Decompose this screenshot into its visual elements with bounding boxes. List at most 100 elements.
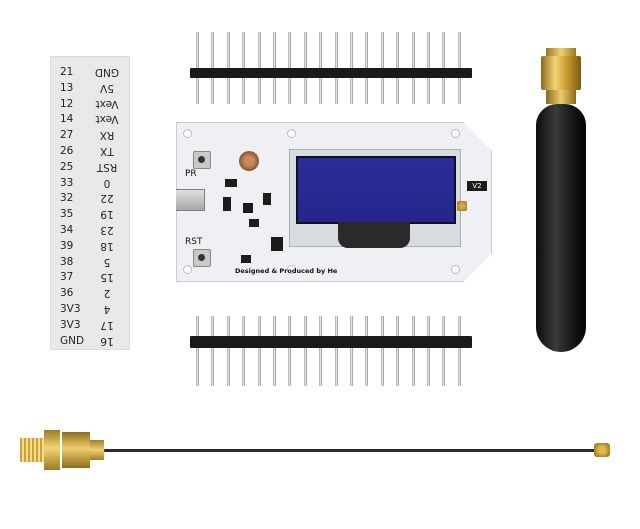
pin-label-right: RX bbox=[99, 129, 115, 142]
sma-crimp bbox=[90, 440, 104, 460]
sma-neck bbox=[546, 90, 576, 104]
header-pin bbox=[303, 316, 307, 386]
pin-header-bottom bbox=[190, 316, 472, 386]
smd-component bbox=[225, 179, 237, 187]
usb-port bbox=[176, 189, 205, 211]
header-pin bbox=[365, 316, 369, 386]
pin-label-right: Vext bbox=[95, 97, 119, 110]
board-hole bbox=[183, 265, 192, 274]
pin-label-left: 36 bbox=[60, 287, 74, 300]
rst-label: RST bbox=[185, 237, 203, 247]
smd-component bbox=[243, 203, 253, 213]
pin-label-row: 36 2 bbox=[50, 287, 130, 303]
pin-label-row: 38 5 bbox=[50, 256, 130, 272]
board-hole bbox=[183, 129, 192, 138]
pin-label-left: 32 bbox=[60, 192, 74, 205]
pin-label-right: 0 bbox=[103, 176, 111, 189]
header-pin bbox=[396, 316, 400, 386]
oled-frame bbox=[289, 149, 461, 248]
pin-label-right: 16 bbox=[100, 334, 114, 347]
oled-ribbon bbox=[338, 222, 410, 248]
header-pin bbox=[319, 316, 323, 386]
pin-label-left: 12 bbox=[60, 97, 74, 110]
header-pin bbox=[457, 316, 461, 386]
pin-label-right: Vext bbox=[95, 113, 119, 126]
sma-nut bbox=[541, 56, 581, 90]
header-pin bbox=[427, 316, 430, 386]
sma-nut bbox=[44, 430, 60, 470]
pin-label-left: 25 bbox=[60, 160, 74, 173]
pigtail-cable bbox=[104, 449, 596, 452]
prg-label: PR bbox=[185, 169, 197, 179]
sma-tip bbox=[546, 48, 576, 58]
pin-label-row: GND 16 bbox=[50, 335, 130, 351]
sma-nut bbox=[62, 432, 90, 468]
pin-label-row: 27 RX bbox=[50, 129, 130, 145]
oled-display bbox=[296, 156, 456, 224]
header-pin bbox=[196, 316, 199, 386]
header-pin bbox=[380, 316, 384, 386]
pin-label-right: 5 bbox=[103, 255, 111, 268]
rst-button bbox=[193, 249, 211, 267]
smd-component bbox=[241, 255, 251, 263]
pin-label-left: 34 bbox=[60, 224, 74, 236]
version-tag: V2 bbox=[467, 181, 487, 191]
pin-label-left: GND bbox=[60, 334, 85, 347]
header-plastic bbox=[190, 68, 472, 78]
smd-component bbox=[263, 193, 271, 205]
header-pin bbox=[211, 316, 215, 386]
pin-label-right: 5V bbox=[100, 81, 114, 94]
pin-label-right: 15 bbox=[100, 271, 114, 284]
lora-board: PR RST V2 Designed & Produced by He bbox=[176, 122, 492, 282]
ufl-plug bbox=[594, 443, 610, 457]
sma-thread bbox=[20, 438, 44, 462]
pin-label-left: 38 bbox=[60, 255, 74, 268]
pin-label-left: 39 bbox=[60, 239, 74, 252]
crystal-coil bbox=[239, 151, 259, 171]
smd-component bbox=[271, 237, 283, 251]
pin-label-row: 37 15 bbox=[50, 271, 130, 287]
pin-label-left: 35 bbox=[60, 208, 74, 221]
antenna-body bbox=[536, 104, 586, 352]
header-plastic bbox=[190, 336, 472, 348]
pin-label-right: GND bbox=[94, 66, 120, 78]
pin-label-right: 17 bbox=[100, 318, 114, 331]
pin-label-left: 27 bbox=[60, 129, 74, 142]
board-hole bbox=[287, 265, 296, 274]
pin-label-left: 26 bbox=[60, 145, 74, 157]
pin-label-right: 18 bbox=[100, 239, 114, 252]
header-pin bbox=[411, 316, 415, 386]
board-hole bbox=[451, 265, 460, 274]
sma-bulkhead-connector bbox=[20, 426, 104, 474]
header-pin bbox=[442, 316, 446, 386]
header-pin bbox=[257, 316, 261, 386]
pin-label-left: 21 bbox=[60, 66, 74, 78]
pin-label-left: 37 bbox=[60, 271, 74, 284]
pin-label-row: 21 GND bbox=[50, 66, 130, 82]
rubber-duck-antenna bbox=[532, 48, 594, 358]
pin-label-left: 14 bbox=[60, 113, 74, 126]
board-hole bbox=[287, 129, 296, 138]
board-hole bbox=[451, 129, 460, 138]
pin-label-right: TX bbox=[100, 145, 114, 157]
smd-component bbox=[249, 219, 259, 227]
credit-text: Designed & Produced by He bbox=[235, 267, 338, 275]
pin-label-row: 35 19 bbox=[50, 208, 130, 224]
pin-label-right: 23 bbox=[100, 224, 114, 236]
pin-label-row: 12 Vext bbox=[50, 98, 130, 114]
header-pin bbox=[273, 316, 276, 386]
pin-label-right: 19 bbox=[100, 208, 114, 221]
pin-label-right: 2 bbox=[103, 287, 111, 300]
pin-label-row: 39 18 bbox=[50, 240, 130, 256]
pin-label-row: 34 23 bbox=[50, 224, 130, 240]
header-pin bbox=[334, 316, 338, 386]
ufl-connector bbox=[457, 201, 467, 211]
